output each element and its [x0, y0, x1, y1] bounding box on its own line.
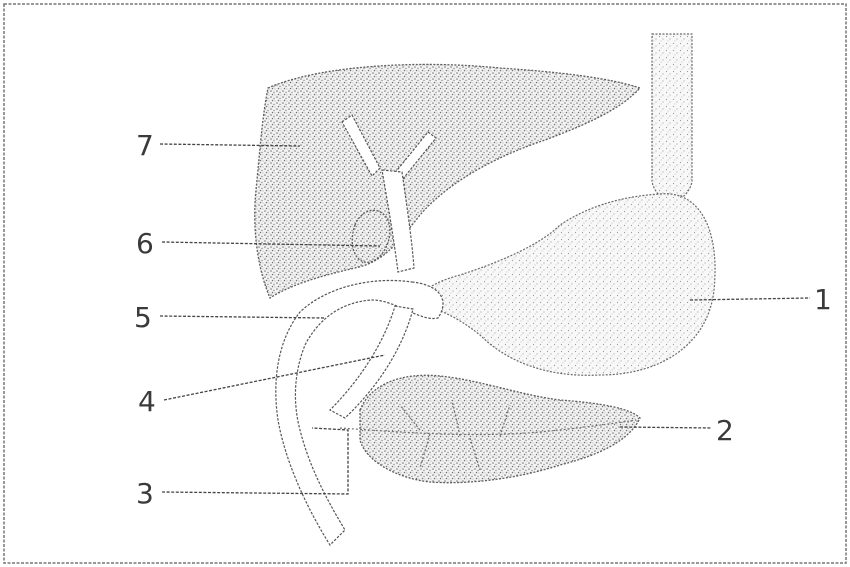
- esophagus: [652, 34, 692, 196]
- label-4: 4: [138, 385, 156, 418]
- label-3: 3: [136, 477, 154, 510]
- label-1: 1: [814, 283, 832, 316]
- pancreas: [360, 375, 640, 482]
- label-5: 5: [134, 301, 152, 334]
- stomach: [410, 194, 715, 376]
- label-7: 7: [136, 129, 154, 162]
- label-2: 2: [716, 414, 734, 447]
- label-6: 6: [136, 227, 154, 260]
- leader-line-3: [162, 428, 348, 494]
